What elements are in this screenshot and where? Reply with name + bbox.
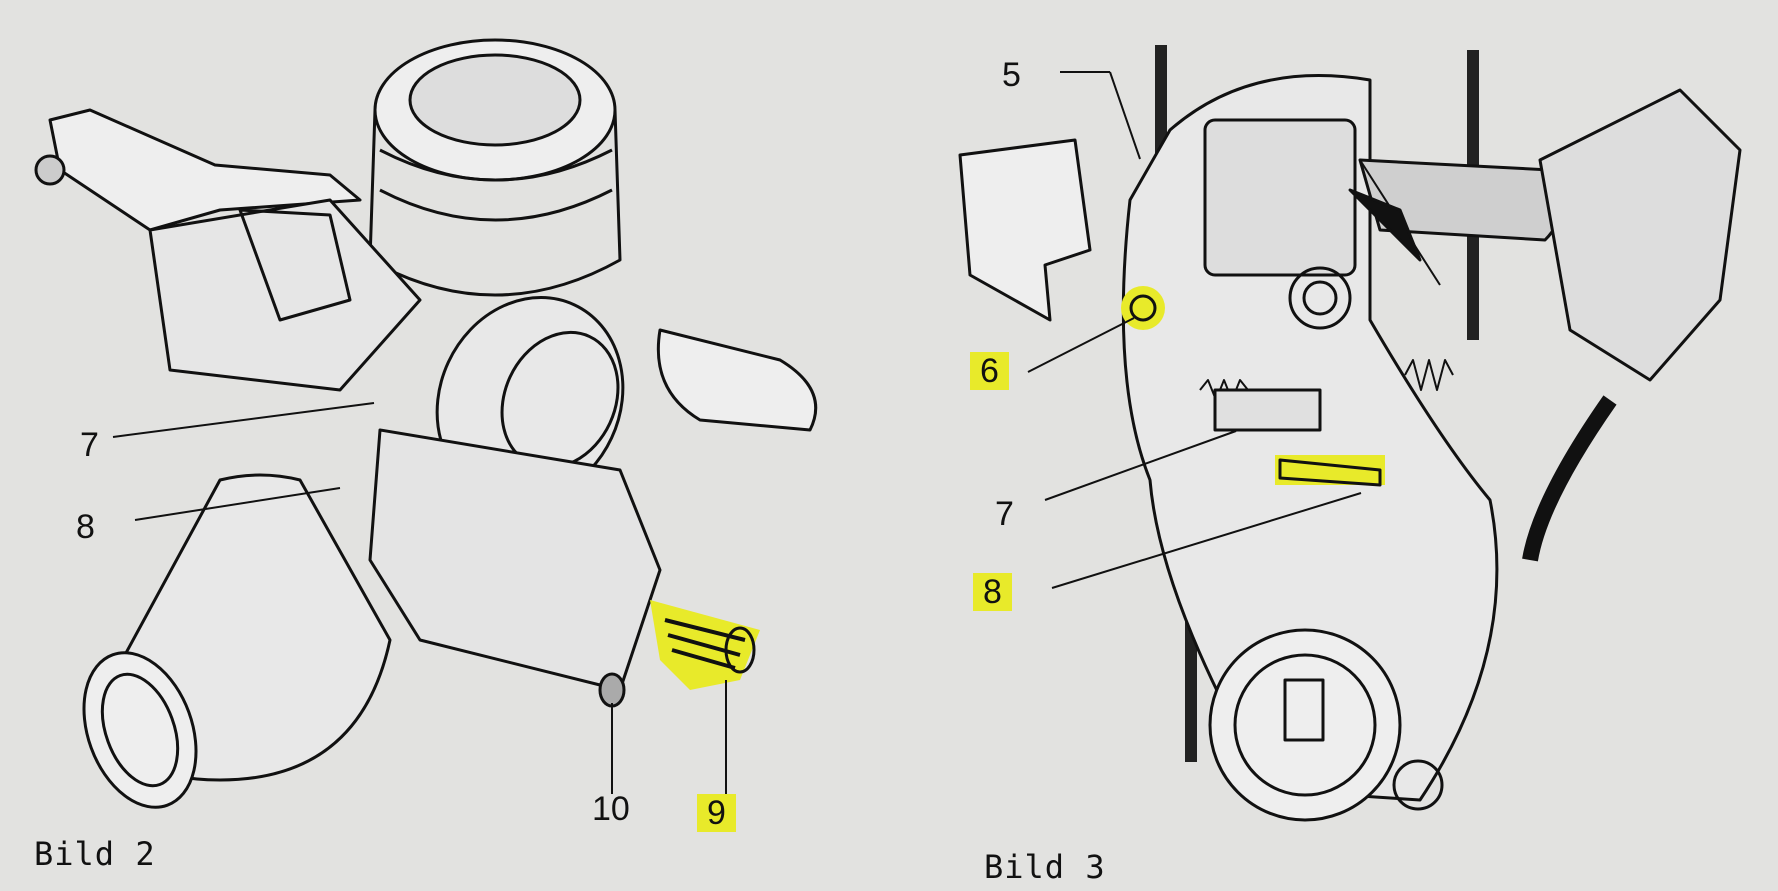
idle-screw-9-highlight — [650, 600, 760, 690]
callout-8-bild2: 8 — [76, 508, 95, 546]
linkage-drawing — [958, 45, 1742, 822]
callout-5-bild3: 5 — [1002, 56, 1021, 94]
figure-caption-bild-2: Bild 2 — [34, 835, 156, 873]
callout-8-bild3-highlighted: 8 — [973, 573, 1012, 611]
callout-7-bild2: 7 — [80, 426, 99, 464]
figure-caption-bild-3: Bild 3 — [984, 848, 1106, 886]
callout-10-bild2: 10 — [592, 790, 630, 828]
callout-9-bild2-highlighted: 9 — [697, 794, 736, 832]
callout-7-bild3: 7 — [995, 495, 1014, 533]
carburetor-drawing — [34, 38, 818, 809]
stop-screw-8-highlight — [1275, 455, 1385, 487]
callout-6-bild3-highlighted: 6 — [970, 352, 1009, 390]
pivot-6-highlight — [1121, 286, 1165, 330]
